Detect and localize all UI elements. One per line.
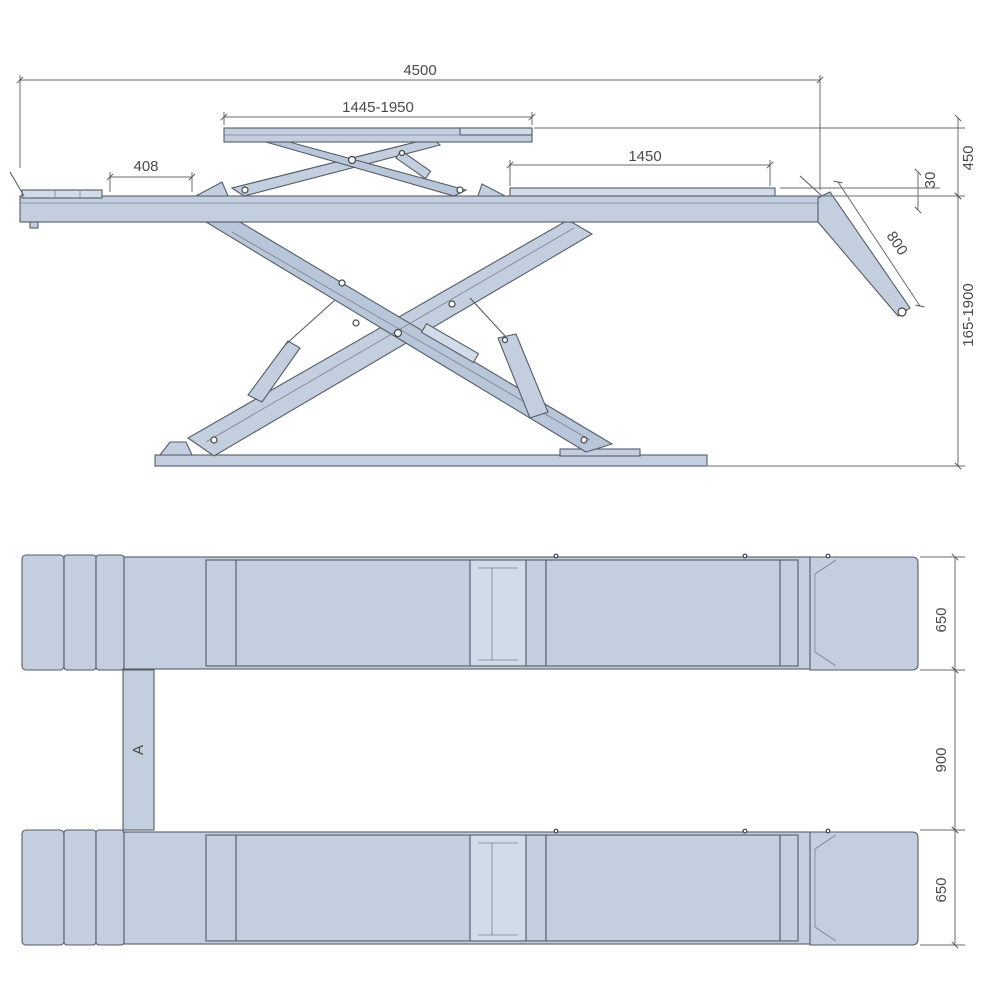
runway-panel	[779, 834, 799, 942]
runway-front-plate	[63, 554, 97, 671]
dim-runway-width-bottom: 650	[933, 877, 950, 902]
runway-bolt	[742, 828, 748, 834]
crossbar	[122, 669, 155, 831]
upper-right-bracket	[477, 183, 506, 197]
runway-panel	[205, 834, 237, 942]
runway-panel	[235, 834, 471, 942]
base-plate	[154, 454, 708, 467]
runway-bottom	[21, 828, 919, 946]
runway-front-plate	[63, 829, 97, 946]
runway-panel	[545, 559, 781, 667]
top-view: A 650 900	[21, 553, 965, 949]
dim-upper-platform-length: 1445-1950	[342, 99, 414, 116]
slip-plate	[469, 559, 527, 667]
pivot-pin	[398, 149, 406, 157]
dim-rear-plate: 1450	[628, 148, 661, 165]
hydraulic-cylinder-left	[247, 340, 301, 403]
dim-plate-height: 30	[922, 172, 939, 189]
pivot-pin	[210, 436, 218, 444]
runway-front-plate	[21, 554, 65, 671]
dim-runway-gap: 900	[933, 747, 950, 772]
pivot-pin	[456, 186, 464, 194]
pivot-pin	[347, 155, 357, 165]
runway-panel	[545, 834, 781, 942]
cylinder-rod-left	[284, 299, 336, 346]
base-plate-block	[559, 448, 641, 457]
runway-panel	[525, 559, 547, 667]
upper-left-bracket	[195, 181, 229, 197]
cylinder-rod-right	[469, 297, 506, 337]
front-ramp-plates	[21, 189, 103, 199]
ramp-roller	[897, 307, 907, 317]
pivot-pin	[448, 300, 456, 308]
dim-lift-height-range: 165-1900	[960, 283, 977, 346]
pivot-pin	[352, 319, 360, 327]
runway-panel	[779, 559, 799, 667]
base-hinge-left	[158, 441, 193, 456]
runway-bolt	[825, 553, 831, 559]
dim-upper-platform-height: 450	[960, 145, 977, 170]
runway-bolt	[742, 553, 748, 559]
hydraulic-cylinder-right	[497, 333, 549, 419]
runway-front-plate	[95, 829, 125, 946]
runway-front-plate	[21, 829, 65, 946]
pivot-pin	[241, 186, 249, 194]
slip-plate	[469, 834, 527, 942]
dim-ramp-length: 800	[883, 228, 911, 258]
runway-front-plate	[95, 554, 125, 671]
lower-scissor-arm-rising	[186, 219, 594, 457]
dim-overall-length: 4500	[403, 62, 436, 79]
runway-bolt	[553, 828, 559, 834]
crossbar-marker: A	[130, 745, 147, 755]
runway-panel	[525, 834, 547, 942]
dim-ramp-section: 408	[133, 158, 158, 175]
runway-top	[21, 553, 919, 671]
main-runway	[19, 195, 821, 223]
upper-scissor-arm-rising	[230, 137, 442, 197]
upper-cylinder	[395, 149, 432, 180]
front-stop	[9, 171, 25, 197]
center-slot	[420, 322, 480, 364]
upper-platform-extension	[459, 127, 533, 136]
runway-foot	[29, 221, 39, 229]
runway-bolt	[553, 553, 559, 559]
pivot-pin	[338, 279, 346, 287]
runway-ramp	[809, 831, 919, 946]
runway-bolt	[825, 828, 831, 834]
upper-scissor-arm-falling	[265, 139, 468, 197]
rear-turn-plate	[509, 187, 776, 197]
runway-panel	[205, 559, 237, 667]
pivot-pin	[501, 336, 509, 344]
side-view: 4500 1445-1950 408 1450 450 30 165-1900 …	[9, 62, 977, 470]
pivot-pin	[393, 328, 403, 338]
runway-ramp	[809, 556, 919, 671]
ramp-top-edge	[799, 175, 823, 197]
runway-panel	[235, 559, 471, 667]
dim-runway-width-top: 650	[933, 607, 950, 632]
pivot-pin	[580, 436, 588, 444]
